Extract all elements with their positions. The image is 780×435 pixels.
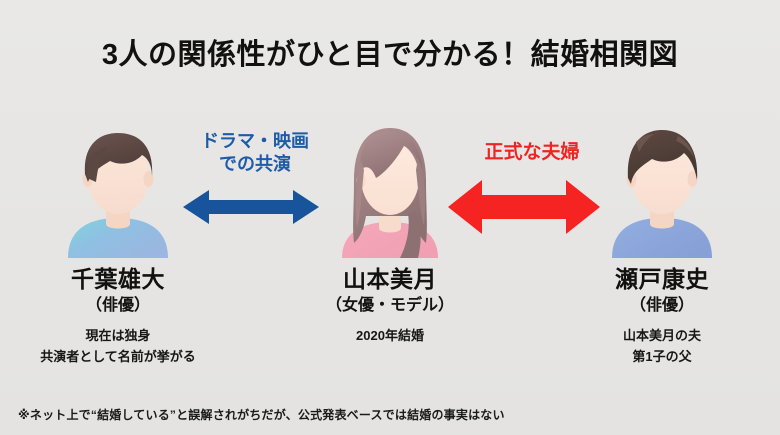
relationship-label-line2: での共演: [219, 153, 291, 174]
person-note-line: 山本美月の夫: [622, 328, 701, 344]
person-card-chiba-yudai: 千葉雄大 （俳優） 現在は独身 共演者として名前が挙がる: [0, 108, 238, 367]
person-name: 千葉雄大: [71, 266, 165, 292]
person-note-line: 現在は独身: [85, 328, 151, 344]
relationship-label-yamamoto-seto: 正式な夫婦: [447, 141, 617, 165]
person-note-line: 共演者として名前が挙がる: [40, 348, 196, 364]
person-name: 瀬戸康史: [615, 266, 709, 292]
person-role: （俳優）: [629, 297, 694, 315]
avatar: [58, 108, 178, 258]
male-avatar-icon: [612, 130, 712, 258]
footnote: ※ネット上で“結婚している”と誤解されがちだが、公式発表ベースでは結婚の事実はな…: [18, 408, 505, 422]
relationship-label-line1: 正式な夫婦: [484, 142, 580, 163]
person-notes: 現在は独身 共演者として名前が挙がる: [0, 326, 238, 366]
person-name: 山本美月: [343, 266, 437, 292]
person-note-line: 第1子の父: [632, 348, 692, 364]
person-note-line: 2020年結婚: [356, 328, 424, 344]
person-role: （俳優）: [85, 297, 150, 315]
relationship-arrow-yamamoto-seto: [448, 178, 600, 241]
person-notes: 2020年結婚: [270, 326, 510, 346]
person-notes: 山本美月の夫 第1子の父: [542, 326, 780, 366]
avatar: [330, 108, 450, 258]
double-arrow-icon: [448, 180, 600, 234]
avatar: [602, 108, 722, 258]
male-avatar-icon: [68, 133, 168, 258]
double-arrow-icon: [183, 190, 319, 224]
page-title: 3人の関係性がひと目で分かる！結婚相関図: [101, 39, 679, 71]
female-avatar-icon: [342, 128, 438, 258]
person-card-yamamoto-mizuki: 山本美月 （女優・モデル） 2020年結婚: [270, 108, 510, 347]
person-role: （女優・モデル）: [325, 297, 454, 315]
relationship-arrow-chiba-yamamoto: [183, 186, 319, 233]
relationship-label-line1: ドラマ・映画: [201, 131, 309, 151]
relationship-label-chiba-yamamoto: ドラマ・映画 での共演: [175, 130, 335, 175]
person-card-seto-koji: 瀬戸康史 （俳優） 山本美月の夫 第1子の父: [542, 108, 780, 367]
